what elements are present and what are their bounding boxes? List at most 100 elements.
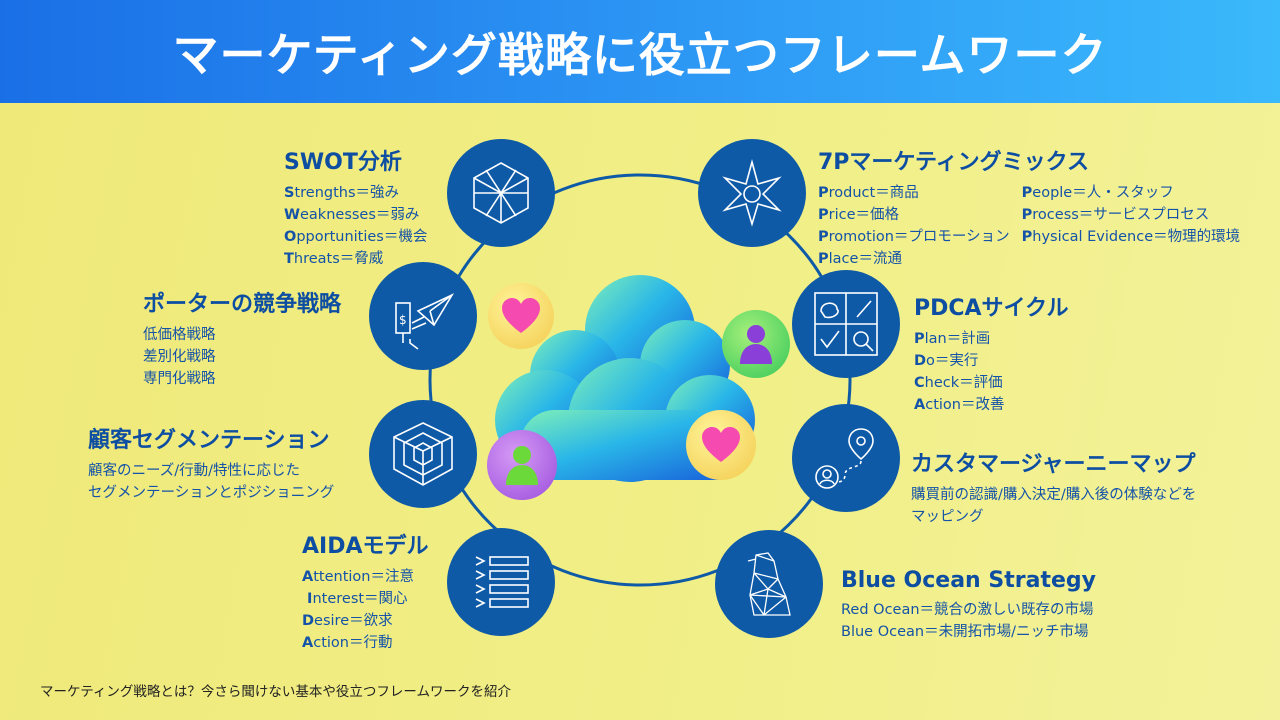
segment-line: セグメンテーションとポジショニング [88,485,335,501]
puzzle-board-icon [814,292,878,356]
user-badge-right [722,310,790,378]
pdca-node [792,270,900,378]
sevenp-rest: roduct＝商品 [828,185,919,201]
user-badge-left [487,430,557,500]
porter-line: 専門化戦略 [143,371,216,387]
blueocean-block: Blue Ocean Strategy Red Ocean＝競合の激しい既存の市… [841,568,1096,643]
pdca-line: Plan＝計画 [914,328,1068,350]
user-badge-icon [506,446,538,485]
porter-block: ポーターの競争戦略 低価格戦略 差別化戦略 専門化戦略 [143,286,341,390]
journey-line: マッピング [911,509,984,525]
aida-line: Attention＝注意 [302,566,429,588]
pdca-line: Action＝改善 [914,394,1068,416]
blueocean-node [715,530,823,638]
aida-line: Action＝行動 [302,632,429,654]
sevenp-rest: eople＝人・スタッフ [1032,185,1174,201]
pdca-block: PDCAサイクル Plan＝計画 Do＝実行 Check＝評価 Action＝改… [914,290,1068,416]
swot-block: SWOT分析 Strengths＝強み Weaknesses＝弱み Opport… [284,144,427,270]
pdca-title: PDCAサイクル [914,296,1069,321]
sevenp-line: Product＝商品 [818,182,1010,204]
sevenp-rest: romotion＝プロモーション [828,229,1010,245]
aida-lead: I [302,591,313,607]
porter-title: ポーターの競争戦略 [143,292,342,317]
aida-lead: A [302,569,314,585]
porter-line: 差別化戦略 [143,349,216,365]
sevenp-col1: Product＝商品 Price＝価格 Promotion＝プロモーション Pl… [818,182,1010,270]
pdca-rest: lan＝計画 [924,331,991,347]
sevenp-lead: P [1021,207,1033,223]
user-badge-icon [740,325,772,364]
sevenp-node [698,139,806,247]
journey-block: カスタマージャーニーマップ 購買前の認識/購入決定/購入後の体験などを マッピン… [911,446,1196,528]
paper-plane-chart-icon: $ [395,293,455,350]
svg-text:$: $ [399,313,407,327]
pdca-lead: D [914,353,927,369]
swot-line: Threats＝脅威 [284,248,427,270]
blueocean-line: Blue Ocean＝未開拓市場/ニッチ市場 [841,624,1089,640]
sevenp-lead: P [1021,229,1033,245]
sevenp-columns: Product＝商品 Price＝価格 Promotion＝プロモーション Pl… [818,182,1240,270]
sevenp-line: Physical Evidence＝物理的環境 [1022,226,1240,248]
sevenp-line: Process＝サービスプロセス [1022,204,1240,226]
sevenp-col2: People＝人・スタッフ Process＝サービスプロセス Physical … [1022,182,1240,270]
swot-line: Opportunities＝機会 [284,226,427,248]
checklist-arrows-icon [475,556,529,608]
swot-rest: trengths＝強み [294,185,400,201]
layered-cube-icon [393,422,453,486]
swot-lead: S [284,185,295,201]
star-burst-icon [722,158,782,227]
map-pin-route-icon [815,428,874,489]
swot-rest: hreats＝脅威 [293,251,384,267]
sevenp-line: Price＝価格 [818,204,1010,226]
pdca-line: Do＝実行 [914,350,1068,372]
sevenp-lead: P [818,251,829,267]
swot-title: SWOT分析 [284,150,402,175]
sevenp-rest: hysical Evidence＝物理的環境 [1032,229,1241,245]
pdca-lead: A [914,397,926,413]
swot-line: Strengths＝強み [284,182,427,204]
sevenp-lead: P [1021,185,1033,201]
page-title: マーケティング戦略に役立つフレームワーク [172,27,1108,82]
aida-title: AIDAモデル [302,534,429,559]
segment-title: 顧客セグメンテーション [88,428,330,453]
journey-node [792,404,900,512]
sevenp-line: Promotion＝プロモーション [818,226,1010,248]
aida-rest: esire＝欲求 [314,613,393,629]
sevenp-rest: rocess＝サービスプロセス [1032,207,1210,223]
low-poly-penguin-icon [747,552,791,616]
swot-lead: W [284,207,300,223]
swot-rest: eaknesses＝弱み [300,207,420,223]
blueocean-line: Red Ocean＝競合の激しい既存の市場 [841,602,1094,618]
sevenp-line: Place＝流通 [818,248,1010,270]
swot-line: Weaknesses＝弱み [284,204,427,226]
journey-line: 購買前の認識/購入決定/購入後の体験などを [911,487,1197,503]
sevenp-line: People＝人・スタッフ [1022,182,1240,204]
aida-line: Interest＝関心 [302,588,429,610]
sevenp-rest: rice＝価格 [828,207,900,223]
pdca-rest: heck＝評価 [924,375,1003,391]
pdca-lead: C [914,375,925,391]
swot-rest: pportunities＝機会 [296,229,428,245]
sevenp-lead: P [818,207,829,223]
heart-badge-icon [502,298,540,333]
swot-lead: O [284,229,297,245]
heart-badge-icon [702,427,740,462]
segment-node [369,400,477,508]
aida-lead: A [302,635,314,651]
pdca-rest: o＝実行 [926,353,979,369]
aida-lead: D [302,613,315,629]
aida-rest: ttention＝注意 [313,569,414,585]
swot-lead: T [284,251,294,267]
swot-lines: Strengths＝強み Weaknesses＝弱み Opportunities… [284,182,427,270]
pdca-rest: ction＝改善 [925,397,1005,413]
pdca-lead: P [914,331,925,347]
segment-block: 顧客セグメンテーション 顧客のニーズ/行動/特性に応じた セグメンテーションとポ… [88,422,334,504]
cube-pattern-icon [473,162,529,224]
sevenp-lead: P [818,185,829,201]
sevenp-block: 7Pマーケティングミックス Product＝商品 Price＝価格 Promot… [818,144,1240,270]
sevenp-rest: lace＝流通 [828,251,902,267]
blueocean-title: Blue Ocean Strategy [841,568,1096,593]
aida-node [447,528,555,636]
segment-line: 顧客のニーズ/行動/特性に応じた [88,463,301,479]
